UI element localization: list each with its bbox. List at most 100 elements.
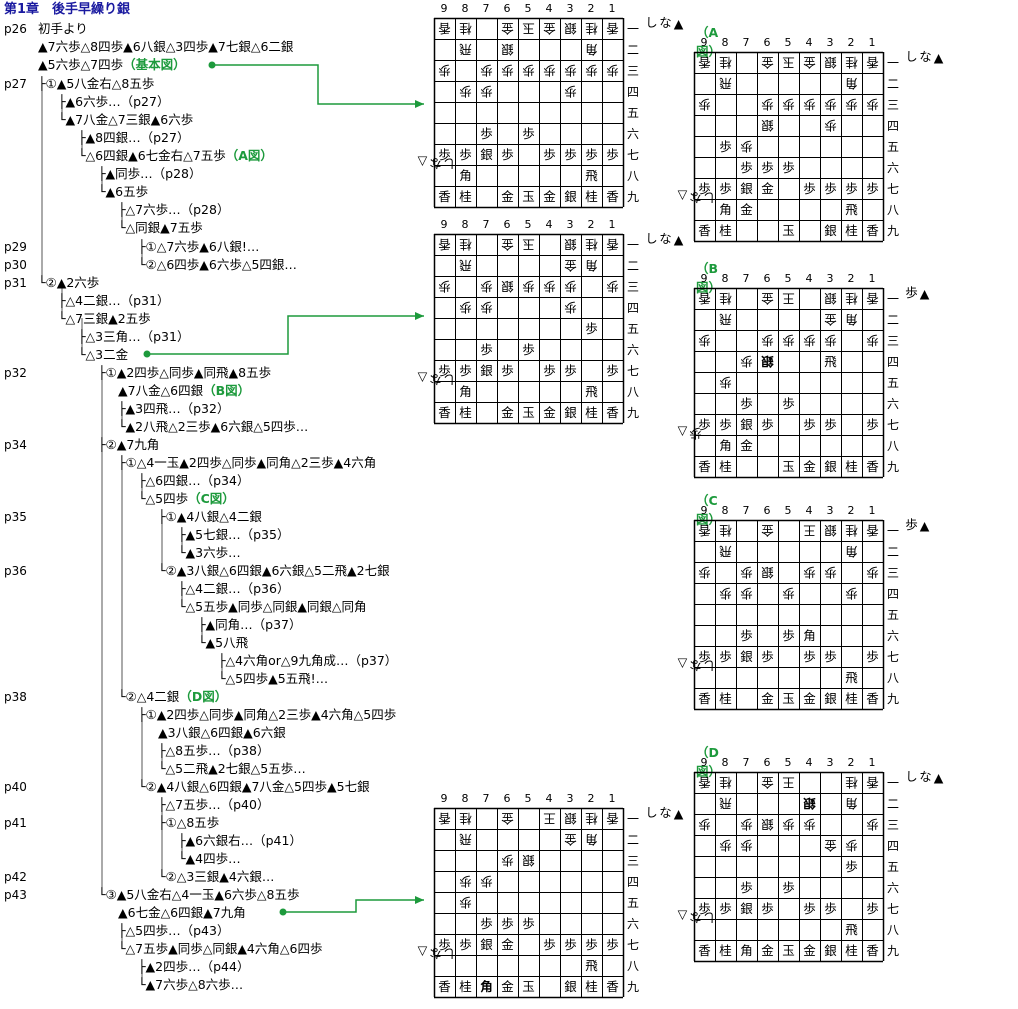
variation-line: 初手より bbox=[38, 20, 88, 38]
sente-piece: 歩 bbox=[543, 937, 556, 952]
rank-label: 六 bbox=[886, 629, 899, 643]
file-label: 4 bbox=[805, 36, 813, 49]
sente-piece: 歩 bbox=[522, 342, 535, 357]
tree-branch-glyph: ├ bbox=[158, 509, 166, 524]
sente-piece: 金 bbox=[761, 181, 774, 196]
variation-line: ├▲6六歩…（p27） bbox=[58, 93, 169, 111]
sente-piece: 飛 bbox=[845, 202, 858, 217]
tree-branch-glyph: └ bbox=[38, 275, 46, 290]
sente-piece: 香 bbox=[866, 459, 879, 474]
variation-moves: ▲同歩…（p28） bbox=[105, 166, 202, 181]
rank-label: 六 bbox=[626, 917, 639, 931]
sente-piece: 歩 bbox=[698, 901, 711, 916]
rank-label: 三 bbox=[886, 98, 899, 112]
variation-moves: △5四歩…（p43） bbox=[125, 923, 230, 938]
variation-line: └③▲5八金右△4一玉▲6六歩△8五歩 bbox=[98, 886, 300, 904]
sente-piece: 歩 bbox=[782, 880, 795, 895]
tree-branch-glyph: └ bbox=[198, 635, 206, 650]
rank-label: 九 bbox=[886, 460, 899, 474]
sente-hand: ▲なし bbox=[643, 806, 686, 821]
page-ref: p34 bbox=[4, 438, 27, 452]
variation-moves: ▲3六歩… bbox=[185, 545, 241, 560]
variation-moves: △同銀▲7五歩 bbox=[125, 220, 203, 235]
variation-moves: ①▲4八銀△4二銀 bbox=[165, 509, 262, 524]
rank-label: 二 bbox=[626, 259, 639, 273]
rank-label: 九 bbox=[626, 406, 639, 420]
variation-moves: ▲6五歩 bbox=[105, 184, 149, 199]
sente-piece: 歩 bbox=[585, 321, 598, 336]
sente-piece: 歩 bbox=[719, 181, 732, 196]
file-label: 9 bbox=[700, 272, 708, 285]
sente-piece: 玉 bbox=[782, 459, 795, 474]
sente-piece: 歩 bbox=[501, 916, 514, 931]
tree-branch-glyph: ├ bbox=[158, 815, 166, 830]
variation-moves: ▲3八銀△6四銀▲6六銀 bbox=[158, 725, 286, 740]
rank-label: 四 bbox=[626, 875, 639, 889]
variation-moves: ▲6六銀右…（p41） bbox=[185, 833, 302, 848]
sente-piece: 角 bbox=[719, 438, 732, 453]
gote-piece: 歩 bbox=[740, 817, 753, 832]
file-label: 1 bbox=[868, 272, 876, 285]
sente-piece: 歩 bbox=[501, 363, 514, 378]
rank-label: 八 bbox=[886, 671, 899, 685]
connector-dot bbox=[208, 61, 216, 69]
rank-label: 五 bbox=[886, 140, 899, 154]
sente-piece: 金 bbox=[761, 943, 774, 958]
rank-label: 四 bbox=[626, 301, 639, 315]
sente-piece: 飛 bbox=[585, 384, 598, 399]
diagram-tag: （B図） bbox=[203, 383, 251, 398]
variation-line: └△5四歩▲5五飛!… bbox=[218, 670, 328, 688]
sente-piece: 銀 bbox=[480, 147, 493, 162]
diagram-tag: （A図） bbox=[225, 148, 273, 163]
sente-piece: 香 bbox=[866, 691, 879, 706]
sente-piece: 香 bbox=[606, 979, 619, 994]
variation-moves: △4二銀…（p31） bbox=[65, 293, 170, 308]
file-label: 2 bbox=[847, 756, 855, 769]
tree-branch-glyph: ├ bbox=[138, 473, 146, 488]
sente-piece: 歩 bbox=[740, 880, 753, 895]
rank-label: 三 bbox=[626, 280, 639, 294]
gote-piece: 金 bbox=[761, 775, 774, 790]
sente-piece: 角 bbox=[803, 628, 816, 643]
rank-label: 五 bbox=[886, 860, 899, 874]
file-label: 8 bbox=[721, 756, 729, 769]
file-label: 6 bbox=[503, 218, 511, 231]
tree-branch-glyph: └ bbox=[118, 941, 126, 956]
tree-branch-glyph: ├ bbox=[98, 166, 106, 181]
sente-piece: 桂 bbox=[719, 691, 732, 706]
sente-piece: 歩 bbox=[606, 937, 619, 952]
sente-piece: 桂 bbox=[585, 405, 598, 420]
sente-piece: 桂 bbox=[459, 405, 472, 420]
sente-piece: 金 bbox=[501, 189, 514, 204]
sente-hand: ▲歩 bbox=[903, 518, 932, 533]
variation-line: ├①▲4八銀△4二銀 bbox=[158, 508, 262, 526]
variation-line: ├①△8五歩 bbox=[158, 814, 219, 832]
sente-piece: 歩 bbox=[438, 937, 451, 952]
page-ref: p38 bbox=[4, 690, 27, 704]
variation-line: ▲6七金△6四銀▲7九角 bbox=[118, 904, 246, 922]
rank-label: 八 bbox=[886, 439, 899, 453]
variation-moves: ▲7六歩△8四歩▲6八銀△3四歩▲7七銀△6二銀 bbox=[38, 39, 294, 54]
sente-piece: 歩 bbox=[866, 901, 879, 916]
sente-piece: 玉 bbox=[782, 223, 795, 238]
tree-branch-glyph: ├ bbox=[118, 455, 126, 470]
sente-piece: 歩 bbox=[564, 147, 577, 162]
rank-label: 五 bbox=[626, 106, 639, 120]
rank-label: 五 bbox=[886, 608, 899, 622]
file-label: 3 bbox=[826, 756, 834, 769]
variation-moves: △7六歩…（p28） bbox=[125, 202, 230, 217]
variation-line: └▲3六歩… bbox=[178, 544, 241, 562]
rank-label: 四 bbox=[886, 355, 899, 369]
sente-piece: 歩 bbox=[719, 139, 732, 154]
tree-branch-glyph: ├ bbox=[38, 76, 46, 91]
sente-piece: 飛 bbox=[585, 958, 598, 973]
file-label: 2 bbox=[587, 218, 595, 231]
gote-piece: 歩 bbox=[719, 838, 732, 853]
sente-piece: 玉 bbox=[782, 691, 795, 706]
gote-hand: △なし bbox=[675, 909, 718, 924]
rank-label: 一 bbox=[626, 238, 639, 252]
sente-piece: 銀 bbox=[740, 181, 753, 196]
variation-line: ├▲8四銀…（p27） bbox=[78, 129, 189, 147]
file-label: 5 bbox=[784, 272, 792, 285]
connector-arrowhead bbox=[415, 312, 424, 320]
